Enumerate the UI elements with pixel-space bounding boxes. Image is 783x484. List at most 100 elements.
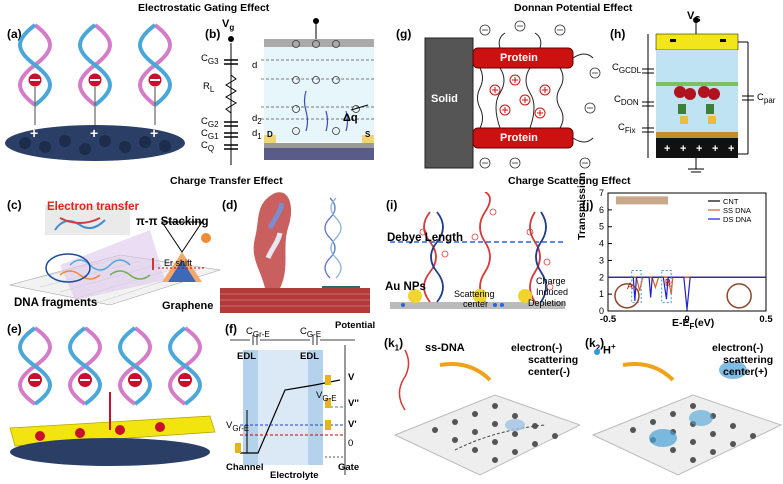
- title-electrostatic: Electrostatic Gating Effect: [138, 2, 270, 14]
- f-v: V: [348, 372, 355, 383]
- b-vg: Vg: [222, 18, 235, 33]
- h-cgcdl: CGCDL: [612, 62, 642, 75]
- svg-text:+: +: [150, 125, 158, 141]
- panel-g-illustration: [424, 20, 601, 169]
- b-cg2: CG2: [201, 116, 219, 129]
- svg-text:+: +: [30, 125, 38, 141]
- f-edl-left: EDL: [237, 351, 256, 362]
- y-tick-label: 4: [599, 239, 604, 249]
- i-center: center: [463, 299, 489, 309]
- svg-text:+: +: [728, 143, 734, 155]
- h-cpar: Cpar: [757, 92, 776, 105]
- b-cg1: CG1: [201, 128, 219, 141]
- b-d: d: [252, 60, 258, 71]
- panel-label-k1: (k1): [384, 336, 404, 353]
- y-tick-label: 5: [599, 222, 604, 232]
- f-vpp: V'': [348, 398, 359, 409]
- c-graphene: Graphene: [162, 300, 214, 312]
- j-xlabel: E-EF(eV): [672, 317, 715, 332]
- g-protein-top: Protein: [500, 52, 538, 64]
- f-zero: 0: [348, 438, 354, 449]
- f-channel: Channel: [226, 462, 264, 473]
- k1-electron: electron(-): [511, 342, 563, 354]
- panel-c-illustration: [9, 205, 220, 306]
- k1-center: center(-): [528, 366, 571, 378]
- f-potential: Potential: [335, 320, 376, 331]
- panel-label-e: (e): [7, 322, 22, 336]
- f-electrolyte: Electrolyte: [270, 470, 319, 481]
- svg-text:+: +: [712, 143, 718, 155]
- f-cge: CG-E: [300, 326, 322, 339]
- panel-label-d: (d): [222, 198, 238, 212]
- svg-text:+: +: [664, 143, 670, 155]
- b-cq: CQ: [201, 140, 215, 153]
- cnt-strip-inset: [615, 196, 669, 205]
- panel-h-device: + + + + +: [642, 17, 754, 173]
- y-tick-label: 1: [599, 289, 604, 299]
- c-pi-stacking: π-π Stacking: [136, 216, 209, 228]
- cnt-inset-right: [726, 283, 752, 309]
- i-depletion: Depletion: [528, 298, 567, 308]
- c-electron-transfer: Electron transfer: [47, 201, 140, 213]
- svg-text:+: +: [696, 143, 702, 155]
- g-protein-bottom: Protein: [500, 132, 538, 144]
- annotation-a-box: [631, 270, 642, 304]
- c-dna-fragments: DNA fragments: [14, 297, 98, 309]
- panel-label-b: (b): [205, 27, 221, 41]
- panel-label-j: (j): [582, 198, 594, 212]
- legend-label: CNT: [723, 197, 739, 206]
- f-cgre: CGr-E: [246, 326, 270, 339]
- f-vp: V': [348, 419, 357, 430]
- panel-label-g: (g): [396, 27, 412, 41]
- x-tick-label: -0.5: [600, 314, 617, 325]
- f-vge: VG-E: [316, 390, 337, 403]
- panel-label-f: (f): [225, 322, 237, 336]
- k2-scattering: scattering: [723, 354, 774, 366]
- k2-hplus: H+: [603, 342, 616, 357]
- y-tick-label: 0: [599, 306, 604, 316]
- legend-label: SS DNA: [723, 206, 751, 215]
- panel-e-illustration: [9, 326, 216, 466]
- b-delta-q: Δq: [343, 112, 358, 124]
- panel-k1-illustration: [393, 349, 580, 476]
- panel-a-illustration: +++: [5, 23, 185, 161]
- annotation-b-box: [661, 270, 672, 304]
- b-cg3: CG3: [201, 53, 219, 66]
- f-gate: Gate: [338, 462, 360, 473]
- j-ylabel: Transmission: [576, 172, 588, 240]
- k1-ssdna: ss-DNA: [425, 342, 465, 354]
- h-vg: VG: [687, 10, 701, 25]
- panel-d-illustration: [220, 192, 370, 313]
- f-vgre: VGr-E: [226, 420, 250, 433]
- annotation-a: A: [627, 281, 633, 291]
- y-tick-label: 2: [599, 272, 604, 282]
- title-charge-scattering: Charge Scattering Effect: [508, 175, 631, 187]
- b-source-label: S: [365, 130, 371, 139]
- b-d1: d1: [252, 128, 262, 141]
- i-au-nps: Au NPs: [385, 281, 426, 293]
- y-tick-label: 6: [599, 205, 604, 215]
- k1-scattering: scattering: [528, 354, 579, 366]
- b-drain-label: D: [267, 130, 273, 139]
- i-induced: Induced: [536, 287, 569, 297]
- h-cdon: CDON: [614, 94, 639, 107]
- legend-label: DS DNA: [723, 215, 751, 224]
- y-tick-label: 3: [599, 255, 604, 265]
- c-er-shift: Er shift: [164, 258, 193, 268]
- b-d2: d2: [252, 113, 262, 126]
- y-tick-label: 7: [599, 188, 604, 198]
- title-charge-transfer: Charge Transfer Effect: [170, 175, 283, 187]
- panel-k2-illustration: [591, 349, 783, 476]
- panel-label-k2: (k2): [585, 336, 605, 353]
- svg-text:+: +: [680, 143, 686, 155]
- panel-label-c: (c): [7, 198, 22, 212]
- cnt-inset-left: [614, 283, 640, 309]
- graphene-cone: [152, 221, 211, 282]
- i-charge: Charge: [536, 276, 566, 286]
- x-tick-label: 0.5: [759, 314, 773, 325]
- panel-b-circuit: [224, 18, 374, 165]
- panel-label-h: (h): [610, 27, 626, 41]
- g-solid: Solid: [431, 93, 458, 105]
- k2-center: center(+): [723, 366, 768, 378]
- i-debye-length: Debye Length: [387, 232, 464, 244]
